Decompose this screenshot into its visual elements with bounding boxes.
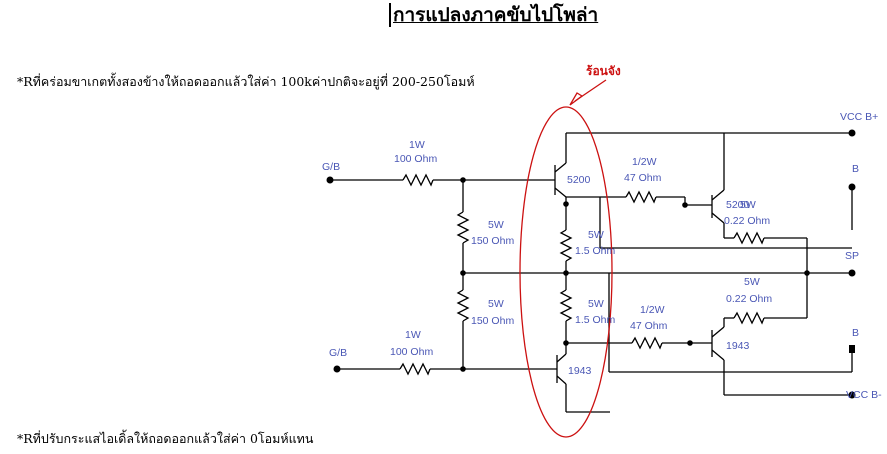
label-b-top: B [852, 163, 859, 175]
page-title: การแปลงภาคขับไปโพล่า [389, 3, 598, 27]
label-r-bias-top-value: 150 Ohm [471, 235, 514, 247]
label-r-base-bottom-power: 1/2W [640, 304, 665, 316]
resistor-mid-top [559, 229, 573, 262]
label-r-in-bottom-power: 1W [405, 329, 421, 341]
resistor-in-top [402, 173, 434, 187]
terminal-gb-bottom [333, 365, 341, 373]
label-r-mid-top-value: 1.5 Ohm [575, 245, 616, 257]
label-vcc-plus: VCC B+ [840, 111, 878, 123]
label-r-emit-bottom-power: 5W [744, 276, 760, 288]
terminal-vcc-plus [848, 129, 856, 137]
junction-dots [326, 129, 856, 399]
resistor-base-bottom [631, 336, 663, 350]
resistor-emit-bottom [733, 311, 765, 325]
label-r-bias-top-power: 5W [488, 219, 504, 231]
label-sp: SP [845, 250, 859, 262]
resistor-bias-top [456, 211, 470, 244]
terminal-b-bottom [849, 345, 855, 353]
label-r-mid-bottom-value: 1.5 Ohm [575, 314, 616, 326]
terminal-sp [848, 269, 856, 277]
label-r-emit-top-power: 5W [740, 199, 756, 211]
label-vcc-minus: VCC B- [846, 389, 882, 401]
label-q4: 1943 [726, 340, 750, 352]
label-r-base-bottom-value: 47 Ohm [630, 320, 668, 332]
label-r-bias-bottom-value: 150 Ohm [471, 315, 514, 327]
wires [330, 132, 853, 413]
callout-hot: ร้อนจัง [586, 64, 621, 78]
resistor-in-bottom [399, 362, 431, 376]
label-r-mid-bottom-power: 5W [588, 298, 604, 310]
terminal-b-top [848, 183, 856, 191]
label-r-base-top-power: 1/2W [632, 156, 657, 168]
label-gb-top: G/B [322, 161, 340, 173]
label-gb-bottom: G/B [329, 347, 347, 359]
resistor-mid-bottom [559, 289, 573, 322]
label-r-emit-top-value: 0.22 Ohm [724, 215, 770, 227]
terminal-gb-top [326, 176, 334, 184]
label-r-in-bottom-value: 100 Ohm [390, 346, 433, 358]
label-q3: 1943 [568, 365, 592, 377]
label-r-in-top-value: 100 Ohm [394, 153, 437, 165]
label-r-in-top-power: 1W [409, 139, 425, 151]
hot-area-ellipse [519, 106, 613, 438]
label-r-mid-top-power: 5W [588, 229, 604, 241]
callout-arrow-head [569, 92, 584, 106]
resistor-emit-top [733, 231, 765, 245]
label-r-bias-bottom-power: 5W [488, 298, 504, 310]
terminal-vcc-minus [848, 391, 856, 399]
resistor-base-top [625, 190, 657, 204]
label-r-emit-bottom-value: 0.22 Ohm [726, 293, 772, 305]
label-q2: 5200 [726, 199, 750, 211]
resistor-bias-bottom [456, 289, 470, 322]
note-bottom: *Rที่ปรับกระแสไอเดิ้ลให้ถอดออกแล้วใส่ค่า… [17, 431, 314, 446]
label-q1: 5200 [567, 174, 591, 186]
label-b-bottom: B [852, 327, 859, 339]
label-r-base-top-value: 47 Ohm [624, 172, 662, 184]
note-top: *Rที่คร่อมขาเกตทั้งสองข้างให้ถอดออกแล้วใ… [17, 74, 475, 89]
